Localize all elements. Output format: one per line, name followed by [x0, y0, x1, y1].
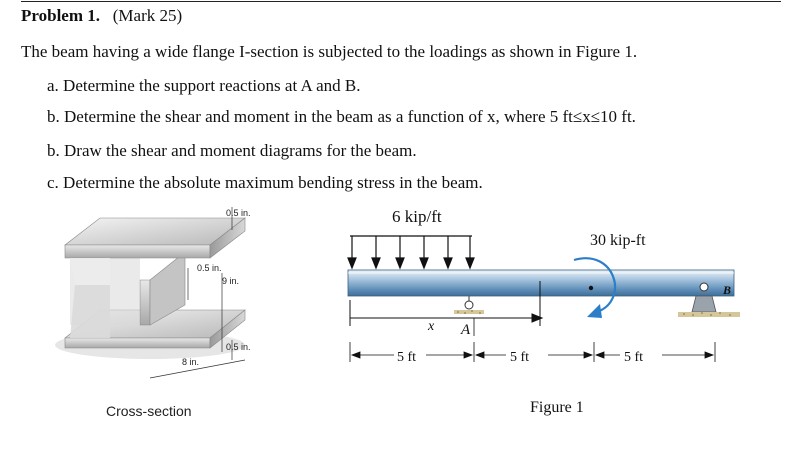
- span-3-label: 5 ft: [624, 350, 643, 365]
- problem-header: Problem 1. (Mark 25): [21, 6, 182, 26]
- distributed-load-label: 6 kip/ft: [392, 207, 442, 226]
- x-coordinate-arrow: [349, 281, 544, 326]
- span-1-label: 5 ft: [397, 350, 416, 365]
- x-label: x: [427, 319, 435, 334]
- part-b-shear-moment: b. Determine the shear and moment in the…: [47, 107, 636, 126]
- top-rule: [21, 1, 781, 2]
- problem-intro: The beam having a wide flange I-section …: [21, 42, 638, 61]
- moment-arrowhead: [587, 304, 602, 318]
- support-a-label: A: [460, 322, 471, 338]
- support-b-label: B: [722, 283, 731, 297]
- dim-web: 0.5 in.: [197, 263, 222, 273]
- cross-section-caption: Cross-section: [106, 403, 192, 419]
- span-2-label: 5 ft: [510, 350, 529, 365]
- moment-arc: [573, 257, 616, 314]
- dim-bottom-flange: 0.5 in.: [226, 342, 251, 352]
- moment-point: [588, 285, 594, 291]
- dim-depth: 9 in.: [222, 276, 239, 286]
- support-a: [454, 296, 484, 314]
- beam: [347, 269, 735, 297]
- figure-caption: Figure 1: [530, 399, 584, 416]
- support-b: [678, 282, 740, 317]
- cross-section-ibeam: 0.5 in. 0.5 in. 9 in. 0.5 in. 8 in.: [55, 207, 251, 379]
- span-dimensions: [349, 342, 716, 362]
- part-a: a. Determine the support reactions at A …: [47, 76, 361, 95]
- problem-mark: (Mark 25): [112, 6, 183, 25]
- distributed-load-arrows: [347, 235, 475, 270]
- part-c: c. Determine the absolute maximum bendin…: [47, 173, 483, 192]
- problem-title: Problem 1.: [21, 6, 101, 25]
- dim-top-flange: 0.5 in.: [226, 208, 251, 218]
- dim-width: 8 in.: [182, 357, 199, 367]
- part-b-diagrams: b. Draw the shear and moment diagrams fo…: [47, 141, 417, 160]
- moment-label: 30 kip-ft: [590, 232, 646, 249]
